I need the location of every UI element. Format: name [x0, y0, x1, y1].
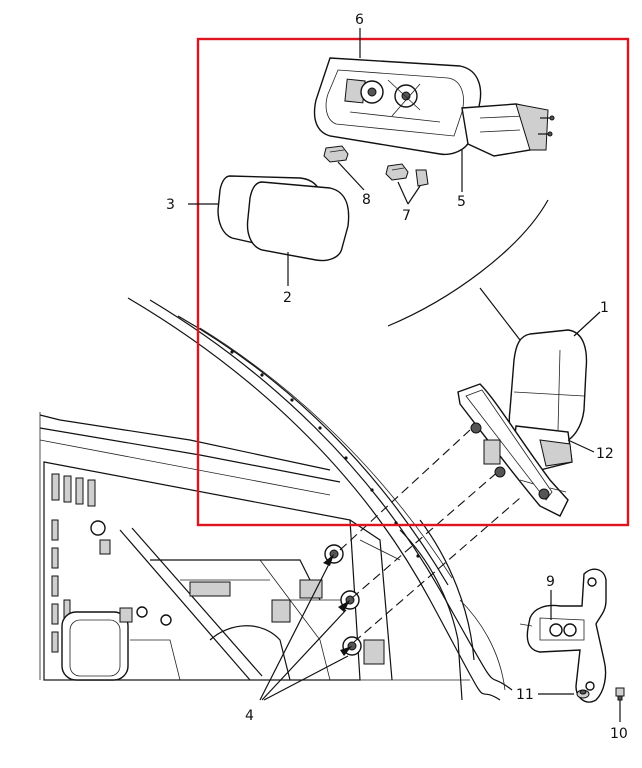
mounting-bracket-part	[519, 568, 607, 703]
mirror-housing-part	[313, 57, 555, 157]
fastener-nut	[576, 689, 590, 699]
callout-10: 10	[610, 726, 628, 742]
callout-11: 11	[516, 687, 534, 703]
detail-arc	[387, 199, 549, 327]
fastener-screw	[615, 687, 625, 701]
callout-5: 5	[457, 194, 466, 210]
speaker-cutout	[61, 611, 129, 681]
detail-connector	[479, 287, 521, 341]
callout-12: 12	[596, 446, 614, 462]
panel-slots	[51, 473, 96, 653]
detail-view-frame	[196, 37, 630, 527]
leader-lines	[188, 28, 621, 722]
retaining-clip-part	[323, 145, 429, 187]
assembly-guide-lines	[339, 429, 521, 643]
callout-1: 1	[600, 300, 609, 316]
callout-3: 3	[166, 197, 175, 213]
callout-2: 2	[283, 290, 292, 306]
callout-9: 9	[546, 574, 555, 590]
callout-7: 7	[402, 208, 411, 224]
mirror-glass-part	[217, 175, 350, 262]
complete-mirror-assembly	[457, 329, 588, 517]
callout-4: 4	[245, 708, 254, 724]
callout-8: 8	[362, 192, 371, 208]
door-body-illustration	[39, 297, 513, 701]
callout-6: 6	[355, 12, 364, 28]
